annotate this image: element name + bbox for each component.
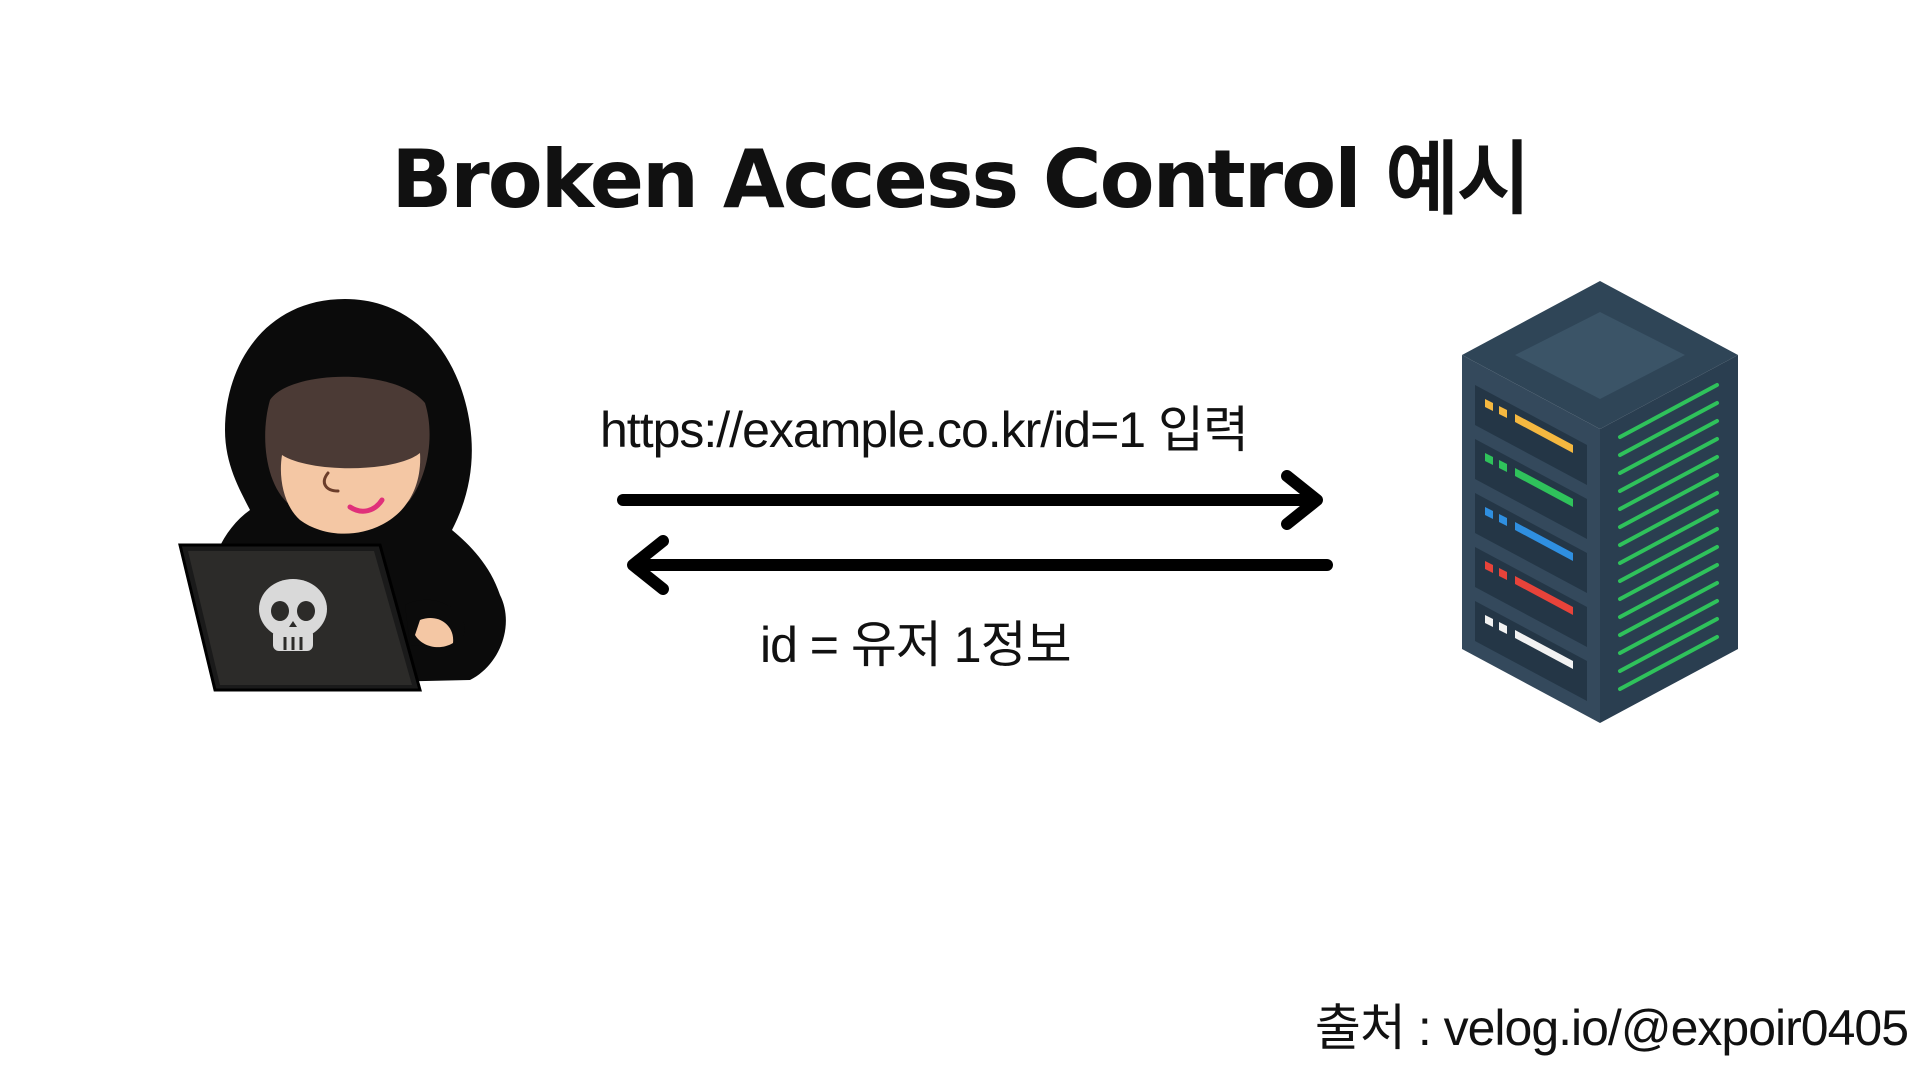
hand — [415, 617, 454, 648]
source-credit: 출처 : velog.io/@expoir0405 — [1314, 1000, 1909, 1056]
drive-bays — [1475, 385, 1587, 701]
response-arrow — [627, 535, 1333, 595]
request-arrow — [617, 470, 1323, 530]
response-label: id = 유저 1정보 — [760, 617, 1072, 673]
server-vents — [1618, 383, 1719, 691]
skull-icon — [259, 579, 327, 651]
laptop — [178, 543, 422, 692]
diagram-title: Broken Access Control 예시 — [391, 133, 1530, 226]
face-skin — [280, 453, 421, 534]
request-label: https://example.co.kr/id=1 입력 — [600, 402, 1249, 458]
server-rack-icon — [1462, 281, 1738, 723]
hooded-hacker-with-laptop-icon — [178, 299, 506, 692]
